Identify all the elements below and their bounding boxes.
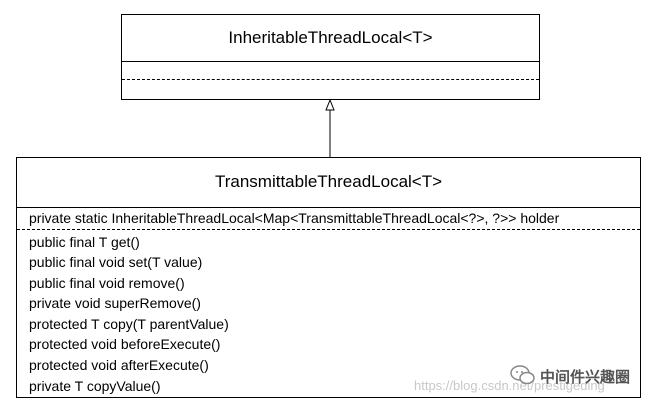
watermark-label: 中间件兴趣圈 xyxy=(540,369,631,386)
parent-name-divider xyxy=(122,61,539,62)
parent-attr-divider xyxy=(122,79,539,80)
parent-class-title: InheritableThreadLocal<T> xyxy=(228,28,433,47)
child-field: private static InheritableThreadLocal<Ma… xyxy=(29,210,560,226)
inheritance-arrowhead xyxy=(325,98,335,111)
child-method: public final void set(T value) xyxy=(29,254,203,270)
child-name-divider xyxy=(17,207,640,208)
child-class-title: TransmittableThreadLocal<T> xyxy=(214,172,443,191)
child-method: public final T get() xyxy=(29,234,140,250)
watermark-url: https://blog.csdn.net/prestigeding xyxy=(414,378,605,393)
child-method: private void superRemove() xyxy=(29,295,201,311)
child-method: protected void beforeExecute() xyxy=(29,336,221,352)
parent-class-box: InheritableThreadLocal<T> xyxy=(121,14,540,100)
child-attr-divider xyxy=(17,229,640,230)
child-method: public final void remove() xyxy=(29,275,185,291)
child-method: protected void afterExecute() xyxy=(29,357,209,373)
child-class-box: TransmittableThreadLocal<T> private stat… xyxy=(16,157,641,398)
wechat-icon xyxy=(510,365,535,385)
child-method: protected T copy(T parentValue) xyxy=(29,316,229,332)
child-method: private T copyValue() xyxy=(29,378,161,394)
